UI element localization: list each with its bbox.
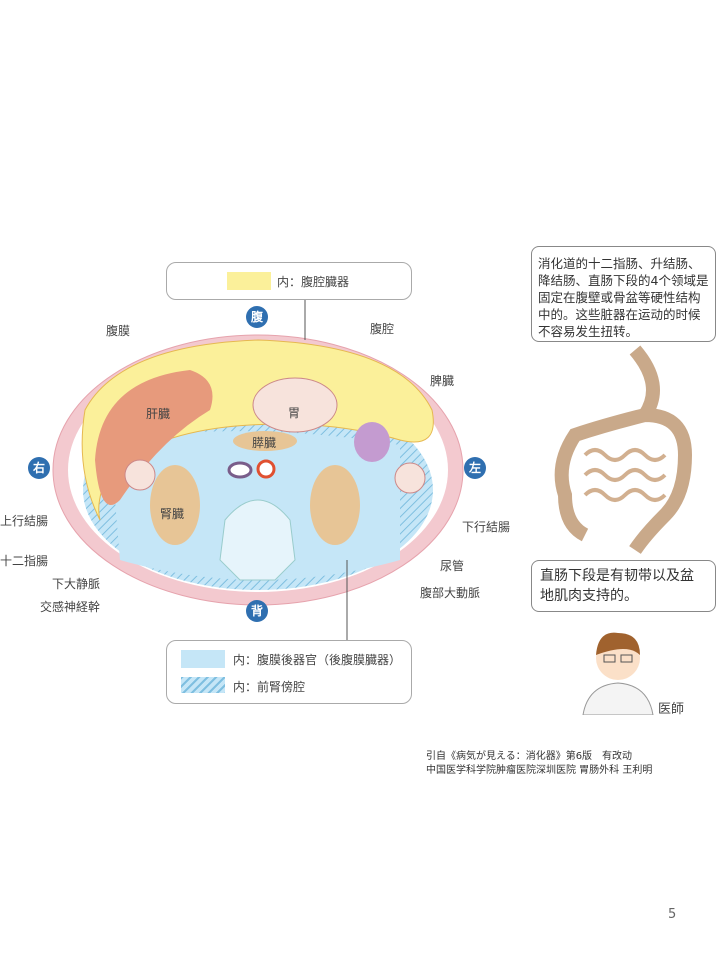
label-kidney: 腎臓 bbox=[160, 507, 185, 521]
label-duodenum: 十二指腸 bbox=[0, 554, 49, 568]
front-marker: 腹 bbox=[246, 306, 268, 328]
right-marker: 右 bbox=[28, 457, 50, 479]
label-ascending-colon: 上行結腸 bbox=[0, 514, 49, 528]
spine bbox=[219, 499, 296, 581]
label-liver: 肝臓 bbox=[146, 407, 171, 421]
legend-anterior-pararenal: 内：前腎傍腔 bbox=[233, 680, 306, 694]
doctor-label: 医師 bbox=[658, 702, 685, 717]
kidney-left bbox=[310, 465, 360, 545]
left-marker: 左 bbox=[464, 457, 486, 479]
liver bbox=[95, 370, 213, 505]
label-aorta: 腹部大動脈 bbox=[420, 586, 481, 600]
label-cavity: 腹腔 bbox=[370, 322, 395, 336]
doctor-speech-bubble: 直肠下段是有韧带以及盆地肌肉支持的。 bbox=[531, 560, 716, 612]
label-descending-colon: 下行結腸 bbox=[462, 520, 511, 534]
citation-author: 中国医学科学院肿瘤医院深圳医院 胃肠外科 王利明 bbox=[426, 765, 653, 776]
label-stomach: 胃 bbox=[288, 406, 301, 420]
spleen bbox=[354, 422, 390, 462]
intestine-illustration bbox=[554, 345, 693, 554]
label-spleen: 脾臓 bbox=[430, 374, 455, 388]
label-pancreas: 膵臓 bbox=[252, 436, 277, 450]
label-ureter: 尿管 bbox=[440, 559, 465, 573]
stomach bbox=[252, 377, 338, 433]
legend-top-box: 内：腹腔臓器 bbox=[166, 262, 412, 300]
label-ivc: 下大静脈 bbox=[52, 577, 101, 591]
label-peritoneum: 腹膜 bbox=[106, 324, 131, 338]
legend-retroperitoneal: 内：腹膜後器官（後腹膜臓器） bbox=[233, 653, 402, 667]
legend-bottom-box: 内：腹膜後器官（後腹膜臓器） 内：前腎傍腔 bbox=[166, 640, 412, 704]
pancreas bbox=[233, 431, 297, 451]
citation-source: 引自《病気が見える：消化器》第6版 有改动 bbox=[426, 751, 633, 762]
doctor-avatar-icon bbox=[582, 632, 654, 715]
back-marker: 背 bbox=[246, 600, 268, 622]
explanation-note: 消化道的十二指肠、升结肠、降结肠、直肠下段的4个领域是固定在腹壁或骨盆等硬性结构… bbox=[531, 246, 716, 342]
page-number: 5 bbox=[668, 907, 677, 922]
descending-colon bbox=[394, 462, 426, 494]
label-sympathetic-trunk: 交感神経幹 bbox=[40, 600, 101, 614]
legend-intraperitoneal: 内：腹腔臓器 bbox=[277, 275, 350, 289]
vena-cava bbox=[227, 461, 253, 479]
aorta bbox=[256, 459, 276, 479]
citation: 引自《病気が見える：消化器》第6版 有改动 中国医学科学院肿瘤医院深圳医院 胃肠… bbox=[426, 750, 652, 778]
kidney-right bbox=[150, 465, 200, 545]
ascending-colon bbox=[124, 459, 156, 491]
